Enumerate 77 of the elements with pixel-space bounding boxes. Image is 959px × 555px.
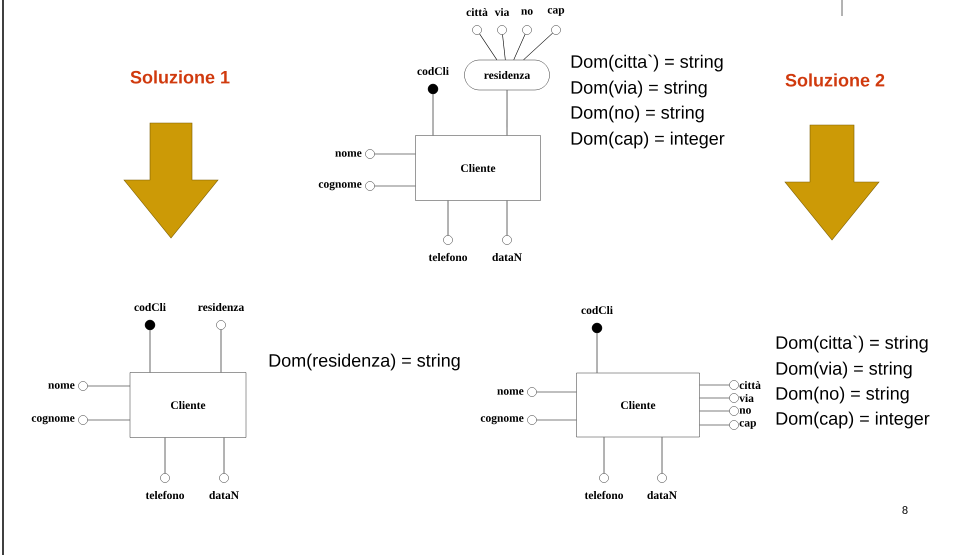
domain-text: Dom(citta`) = string — [572, 54, 723, 72]
node-label: città — [466, 8, 488, 16]
attribute: via — [729, 393, 754, 403]
attribute: città — [729, 380, 761, 390]
attribute: dataN — [492, 235, 522, 262]
domain-text: Dom(via) = string — [776, 362, 912, 378]
attribute: telefono — [146, 473, 184, 500]
node-label: cognome — [480, 416, 524, 424]
node-label: cognome — [318, 182, 362, 190]
node-label: no — [740, 408, 751, 414]
attribute: città — [466, 8, 488, 35]
connector-line — [699, 410, 730, 412]
node-label: cap — [548, 8, 564, 16]
attribute: no — [729, 406, 751, 416]
attribute: codCli — [134, 302, 166, 330]
domain-text: Dom(no) = string — [572, 106, 704, 122]
node-label: cognome — [32, 416, 74, 424]
connector-line — [513, 34, 526, 60]
node-label: codCli — [581, 306, 613, 314]
node-label: dataN — [647, 490, 677, 500]
attribute: nome — [48, 381, 88, 391]
attribute: residenza — [198, 302, 244, 330]
solution-heading: Soluzione 1 — [130, 70, 230, 84]
connector-line — [523, 32, 553, 60]
node-label: via — [739, 394, 754, 402]
connector-line — [699, 424, 730, 426]
attribute: dataN — [647, 473, 677, 500]
attribute: nome — [497, 387, 537, 397]
connector-line — [506, 90, 508, 136]
attribute: no — [521, 9, 533, 35]
attribute: nome — [335, 149, 375, 159]
solution-heading: Soluzione 2 — [786, 73, 884, 87]
attribute: telefono — [428, 235, 468, 262]
connector-line — [502, 34, 506, 60]
attribute: via — [494, 8, 510, 35]
node-label: residenza — [198, 302, 244, 312]
domain-text: Dom(no) = string — [776, 386, 909, 404]
node-label: telefono — [584, 490, 624, 500]
page-number: 8 — [902, 506, 908, 514]
domain-text: Dom(cap) = integer — [776, 412, 930, 428]
connector-line — [432, 94, 434, 136]
connector-line — [164, 437, 166, 474]
domain-text: Dom(cap) = integer — [572, 132, 724, 148]
domain-text: Dom(citta`) = string — [776, 336, 928, 352]
node-label: telefono — [428, 252, 468, 262]
entity-box: Cliente — [576, 372, 700, 438]
node-label: città — [740, 380, 761, 390]
connector-line — [596, 332, 598, 374]
domain-text: Dom(via) = string — [572, 80, 707, 98]
attribute: cognome — [480, 415, 537, 425]
attribute: cognome — [318, 181, 375, 191]
attribute: dataN — [209, 473, 239, 500]
node-label: codCli — [417, 66, 449, 76]
attribute: codCli — [417, 66, 449, 94]
attribute: cap — [729, 420, 756, 430]
entity-box: Cliente — [130, 372, 246, 438]
node-label: codCli — [134, 302, 166, 312]
attribute: codCli — [581, 306, 613, 334]
node-label: cap — [740, 421, 756, 429]
attribute: cognome — [32, 415, 88, 425]
node-label: dataN — [492, 252, 522, 262]
node-label: no — [521, 9, 533, 15]
node-label: via — [494, 8, 510, 16]
connector-line — [479, 34, 498, 60]
node-label: nome — [48, 383, 74, 389]
connector-line — [699, 384, 730, 386]
composite-attribute: residenza — [464, 60, 550, 90]
domain-text: Dom(residenza) = string — [270, 354, 460, 370]
node-label: nome — [335, 151, 362, 157]
attribute: cap — [548, 8, 564, 35]
entity-box: Cliente — [415, 135, 541, 201]
attribute: telefono — [584, 473, 624, 500]
connector-line — [220, 329, 222, 373]
connector-line — [506, 200, 508, 236]
node-label: nome — [497, 389, 524, 395]
node-label: dataN — [209, 490, 239, 500]
node-label: telefono — [146, 490, 184, 500]
